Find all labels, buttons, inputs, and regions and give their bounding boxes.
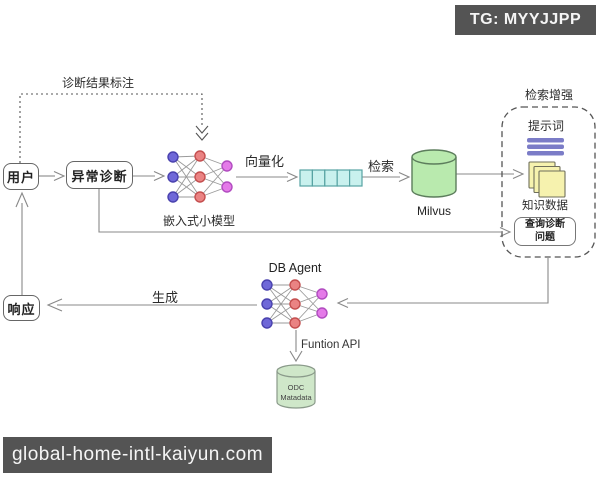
vector-cells-icon <box>299 169 363 187</box>
odc-cylinder-icon: ODC Matadata <box>276 364 316 409</box>
edge-rag-to-dbagent <box>347 258 549 304</box>
arrowhead-into-anomaly <box>53 170 66 182</box>
label-function-api: Funtion API <box>301 339 361 351</box>
query-box-line1: 查询诊断 <box>525 219 565 230</box>
label-embed-model: 嵌入式小模型 <box>162 214 236 228</box>
neuron-input <box>261 317 273 329</box>
node-anomaly-diagnosis: 异常诊断 <box>66 161 133 189</box>
node-query-diagnosis: 查询诊断 问题 <box>514 217 576 246</box>
arrowhead-into-response <box>46 298 63 312</box>
arrowhead-dotted-upper <box>195 125 209 134</box>
neuron-hidden <box>289 317 301 329</box>
neuron-output <box>316 307 328 319</box>
label-db-agent: DB Agent <box>268 261 322 275</box>
milvus-cylinder-icon <box>411 149 457 198</box>
label-generate: 生成 <box>152 290 179 305</box>
db-agent-network-nodes <box>261 279 328 329</box>
watermark-badge: global-home-intl-kaiyun.com <box>3 437 272 473</box>
edge-annotation-feedback-dotted <box>19 93 203 163</box>
node-response: 响应 <box>3 295 40 321</box>
arrowhead-into-model <box>153 170 166 182</box>
neuron-output <box>221 181 233 193</box>
neuron-hidden <box>289 298 301 310</box>
arrowhead-into-milvus <box>398 171 411 183</box>
label-retrieve: 检索 <box>368 159 395 174</box>
label-vectorize: 向量化 <box>245 154 285 169</box>
label-knowledge: 知识数据 <box>522 200 568 212</box>
neuron-input <box>167 191 179 203</box>
neuron-hidden <box>194 191 206 203</box>
prompt-bars-icon <box>527 138 564 156</box>
rag-dashed-box <box>501 106 596 258</box>
neuron-input <box>167 151 179 163</box>
node-user: 用户 <box>3 163 39 190</box>
arrowhead-into-dbagent <box>336 297 349 309</box>
label-milvus: Milvus <box>416 204 452 218</box>
neuron-input <box>167 171 179 183</box>
arrowhead-into-vector <box>286 171 299 183</box>
label-rag-title: 检索增强 <box>524 88 574 102</box>
arrowhead-into-odc <box>289 350 303 363</box>
embed-model-network-nodes <box>167 150 233 203</box>
arrowhead-into-user <box>15 191 29 208</box>
odc-label-line1: ODC <box>288 383 305 392</box>
neuron-hidden <box>194 150 206 162</box>
arrowhead-dotted-lower <box>195 132 209 141</box>
neuron-input <box>261 279 273 291</box>
documents-icon <box>528 161 566 198</box>
odc-label-line2: Matadata <box>280 393 312 402</box>
neuron-input <box>261 298 273 310</box>
arrowhead-into-knowledge <box>512 168 525 180</box>
label-annotation: 诊断结果标注 <box>62 76 135 90</box>
neuron-hidden <box>194 171 206 183</box>
edge-anomaly-to-query <box>98 189 501 233</box>
query-box-line2: 问题 <box>535 231 555 243</box>
tg-badge: TG: MYYJJPP <box>455 5 596 35</box>
neuron-output <box>316 288 328 300</box>
neuron-hidden <box>289 279 301 291</box>
label-prompt: 提示词 <box>527 119 565 133</box>
arrowhead-into-query <box>499 226 512 238</box>
neuron-output <box>221 160 233 172</box>
